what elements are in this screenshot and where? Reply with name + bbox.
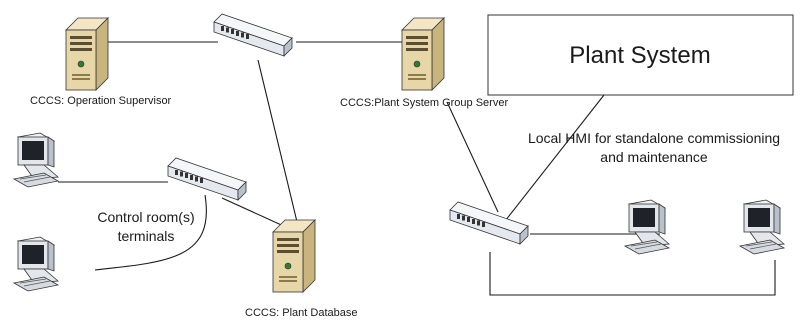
operation-supervisor-label: CCCS: Operation Supervisor bbox=[30, 95, 172, 107]
plant-system-label: Plant System bbox=[569, 42, 710, 69]
local-hmi-label-line1: Local HMI for standalone commissioning bbox=[528, 130, 780, 146]
plant-system-group-server-icon bbox=[401, 17, 445, 91]
plant-database-label: CCCS: Plant Database bbox=[245, 307, 358, 319]
control-room-label-line1: Control room(s) bbox=[97, 209, 194, 225]
local-hmi-label-line2: and maintenance bbox=[600, 149, 708, 165]
plant-database-server-icon bbox=[272, 219, 316, 293]
control-room-workstation-icon bbox=[13, 236, 59, 292]
plant-system-box: Plant System bbox=[487, 14, 794, 96]
control-room-network-switch-icon bbox=[167, 157, 247, 201]
plant-system-group-server-label: CCCS:Plant System Group Server bbox=[340, 97, 508, 109]
connection-lines bbox=[58, 41, 776, 296]
plant-network-switch-icon bbox=[449, 201, 529, 245]
control-room-workstation-icon bbox=[13, 132, 59, 188]
operation-supervisor-server-icon bbox=[65, 17, 109, 91]
top-network-switch-icon bbox=[213, 13, 293, 57]
local-hmi-workstation-icon bbox=[624, 199, 670, 255]
local-hmi-workstation-icon bbox=[739, 199, 785, 255]
control-room-label-line2: terminals bbox=[118, 228, 175, 244]
